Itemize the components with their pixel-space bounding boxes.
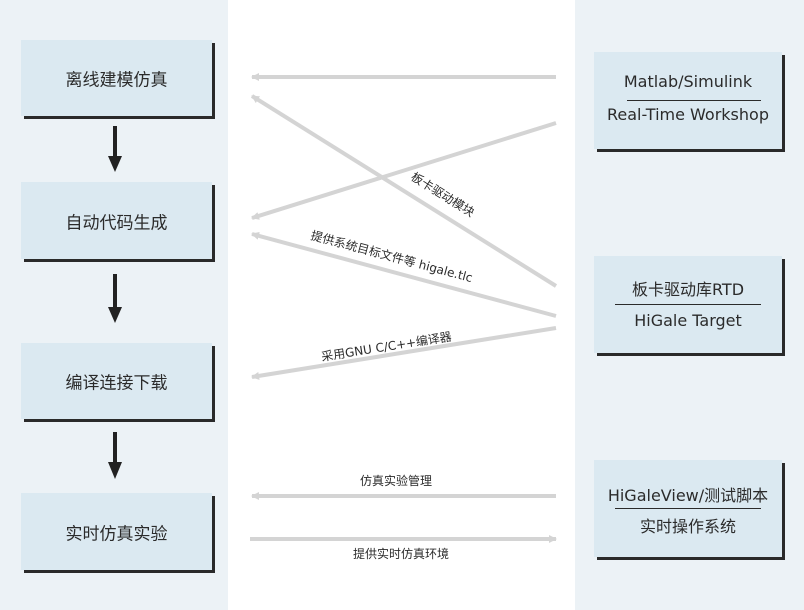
label-driver-module: 板卡驱动模块: [408, 170, 476, 220]
tool-box-matlab-rtw: Matlab/Simulink Real-Time Workshop: [594, 52, 782, 149]
step-label: 自动代码生成: [65, 213, 168, 233]
tool-box-top-text: Matlab/Simulink: [623, 72, 753, 91]
tool-box-top-text: HiGaleView/测试脚本: [607, 486, 769, 505]
tool-box-higaleview-rtos: HiGaleView/测试脚本 实时操作系统: [594, 460, 782, 557]
tool-box-top-text: 板卡驱动库RTD: [631, 280, 745, 299]
label-compiler: 采用GNU C/C++编译器: [320, 329, 453, 364]
step-label: 编译连接下载: [65, 373, 168, 394]
tool-box-bottom-text: Real-Time Workshop: [607, 105, 769, 124]
flow-arrow-down: [108, 432, 122, 479]
arrow-target-to-codegen: [251, 231, 557, 318]
tool-box-bottom-text: HiGale Target: [634, 311, 742, 330]
step-box-realtime-experiment: 实时仿真实验: [21, 493, 212, 570]
step-label: 离线建模仿真: [65, 70, 168, 91]
tool-box-divider: [627, 100, 761, 101]
flow-arrow-down: [108, 274, 122, 323]
label-management: 仿真实验管理: [360, 473, 432, 488]
label-environment: 提供实时仿真环境: [353, 546, 449, 561]
flow-arrow-down: [108, 126, 122, 172]
tool-box-divider: [615, 508, 761, 509]
step-label: 实时仿真实验: [65, 524, 168, 544]
step-box-compile-download: 编译连接下载: [21, 343, 212, 419]
arrow-driver-to-offline: [250, 94, 558, 288]
arrow-target-to-compile: [251, 326, 557, 380]
tool-box-bottom-text: 实时操作系统: [639, 517, 736, 536]
step-box-code-generation: 自动代码生成: [21, 182, 212, 259]
tool-box-divider: [615, 304, 761, 305]
tool-box-driver-target: 板卡驱动库RTD HiGale Target: [594, 256, 782, 353]
step-box-offline-modeling: 离线建模仿真: [21, 40, 212, 116]
arrow-matlab-to-codegen: [251, 121, 557, 220]
